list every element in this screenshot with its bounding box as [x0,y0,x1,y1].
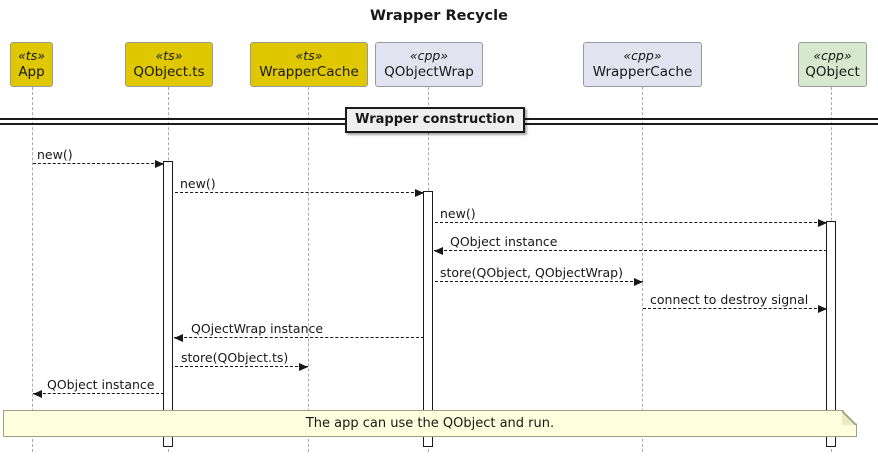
activation-bar-qobjectwrap [423,191,433,447]
note: The app can use the QObject and run. [3,410,857,437]
message-label-connect-destroy: connect to destroy signal [650,292,809,307]
participant-name: WrapperCache [592,64,693,80]
participant-wrappercache-ts: «ts» WrapperCache [250,42,368,87]
stereotype-label: «ts» [155,48,183,63]
message-line [174,334,424,342]
message-line [33,390,164,398]
note-fold-icon [842,411,856,425]
arrowhead-left-icon [174,334,183,342]
message-label-new-qobjectwrap: new() [440,206,476,221]
stereotype-label: «cpp» [813,48,852,63]
arrowhead-right-icon [634,278,643,286]
activation-bar-qobject-ts [163,161,173,447]
participant-qobject-ts: «ts» QObject.ts [125,42,213,87]
activation-bar-qobject [826,221,836,447]
participant-name: QObjectWrap [384,64,474,80]
message-line [175,363,308,371]
arrowhead-left-icon [33,390,42,398]
participant-name: QObject [805,64,860,80]
note-text: The app can use the QObject and run. [305,416,555,431]
message-label-qojectwrap-instance: QOjectWrap instance [191,321,324,336]
arrowhead-left-icon [434,247,443,255]
arrowhead-right-icon [818,219,827,227]
message-line [33,160,164,168]
stereotype-label: «cpp» [409,48,449,63]
participant-wrappercache-cpp: «cpp» WrapperCache [583,42,702,87]
message-line [175,189,424,197]
message-line [643,305,827,313]
diagram-title: Wrapper Recycle [370,8,508,24]
message-line [435,219,827,227]
lifeline-app [32,87,33,452]
divider-label: Wrapper construction [355,112,515,127]
stereotype-label: «cpp» [623,48,662,63]
lifeline-wrappercache-ts [308,87,309,452]
message-label-store-qobject-ts: store(QObject.ts) [181,350,289,365]
participant-name: WrapperCache [259,64,359,80]
participant-name: App [18,64,45,80]
message-label-new-app: new() [37,147,73,162]
participant-qobject: «cpp» QObject [798,42,867,87]
message-label-qobject-instance: QObject instance [450,234,558,249]
message-line [434,247,827,255]
participant-app: «ts» App [10,42,53,87]
arrowhead-right-icon [415,189,424,197]
participant-name: QObject.ts [133,64,205,80]
arrowhead-right-icon [155,160,164,168]
message-line [435,278,643,286]
divider: Wrapper construction [345,107,525,133]
message-label-qobject-instance-return: QObject instance [47,377,155,392]
message-label-store-qobject: store(QObject, QObjectWrap) [440,265,623,280]
stereotype-label: «ts» [295,48,323,63]
participant-qobjectwrap: «cpp» QObjectWrap [375,42,483,87]
lifeline-wrappercache-cpp [642,87,643,452]
arrowhead-right-icon [818,305,827,313]
arrowhead-right-icon [299,363,308,371]
message-label-new-qobject-ts: new() [180,176,216,191]
stereotype-label: «ts» [18,48,45,63]
